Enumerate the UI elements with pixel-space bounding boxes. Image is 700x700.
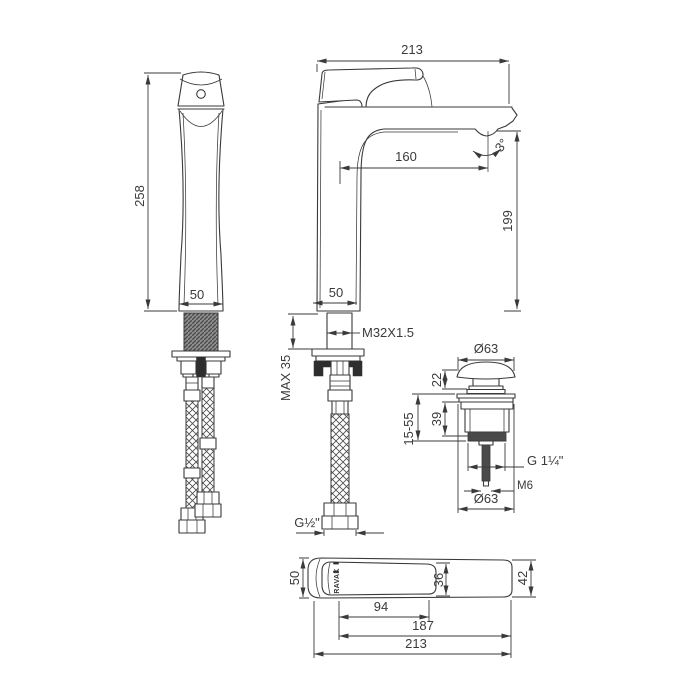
dim-max-deck: MAX 35 bbox=[278, 313, 318, 401]
handle-indicator-dot bbox=[196, 89, 206, 99]
front-view-body bbox=[178, 108, 224, 312]
dim-front-base-width: 50 bbox=[179, 287, 223, 307]
dim-label-d63-bottom: Ø63 bbox=[474, 491, 499, 506]
valve-cap bbox=[456, 361, 516, 380]
flex-hose-left bbox=[178, 376, 206, 534]
dim-clamp-range: 15-55 bbox=[401, 393, 466, 446]
dim-label-d63-top: Ø63 bbox=[474, 341, 499, 356]
front-view-handle bbox=[177, 71, 225, 110]
dim-label-m32: M32X1.5 bbox=[362, 325, 414, 340]
side-view: 213 160 3° 199 50 M32X1.5 M bbox=[278, 42, 521, 536]
dim-label-front-50: 50 bbox=[190, 287, 204, 302]
clamp-foot-right bbox=[352, 366, 363, 377]
dim-spout-reach: 160 bbox=[339, 149, 488, 184]
dim-handle-length: 94 bbox=[338, 599, 430, 640]
dim-aerator-angle: 3° bbox=[472, 131, 511, 172]
dim-label-max35: MAX 35 bbox=[278, 355, 293, 401]
dim-front-height: 258 bbox=[132, 72, 181, 312]
dim-label-213-top: 213 bbox=[405, 636, 427, 651]
dim-valve-body-height: 39 bbox=[429, 401, 468, 437]
dim-neck-width: 36 bbox=[431, 562, 450, 597]
dim-label-213-side: 213 bbox=[401, 42, 423, 57]
handle-lever bbox=[318, 67, 424, 108]
valve-body bbox=[456, 361, 516, 487]
dim-waste-thread: G 1¼" bbox=[467, 443, 564, 471]
dim-label-22: 22 bbox=[429, 373, 444, 387]
dim-label-g114: G 1¼" bbox=[527, 453, 564, 468]
dim-side-overall-length: 213 bbox=[316, 42, 510, 104]
dim-overall-length: 213 bbox=[313, 601, 511, 658]
dim-body-thread: M32X1.5 bbox=[327, 325, 414, 340]
front-view: 258 50 bbox=[132, 71, 231, 534]
dim-flange-diameter: Ø63 bbox=[457, 404, 515, 513]
clamp-foot-left bbox=[313, 366, 324, 377]
dim-cap-height: 22 bbox=[429, 369, 467, 390]
front-view-mounting bbox=[171, 312, 231, 378]
side-view-hose bbox=[321, 374, 359, 530]
side-view-mounting bbox=[311, 312, 365, 377]
dim-spout-height: 199 bbox=[497, 130, 521, 312]
top-view: RAVAK 50 36 42 94 187 213 bbox=[287, 557, 536, 658]
dim-label-39: 39 bbox=[429, 412, 444, 426]
dim-label-94: 94 bbox=[374, 599, 388, 614]
dim-top-width: 50 bbox=[287, 557, 309, 599]
dim-label-m6: M6 bbox=[517, 480, 533, 492]
logo-mark-bottom bbox=[333, 570, 339, 573]
mounting-stud bbox=[196, 356, 206, 378]
dim-body-length: 187 bbox=[339, 600, 512, 658]
side-view-faucet-outline bbox=[316, 67, 518, 312]
dim-label-3deg: 3° bbox=[492, 136, 511, 155]
dim-label-top-50: 50 bbox=[287, 571, 302, 585]
dim-label-g12: G½" bbox=[294, 515, 320, 530]
threaded-shank bbox=[183, 312, 219, 352]
dim-hose-thread: G½" bbox=[294, 515, 384, 536]
dim-label-1555: 15-55 bbox=[401, 412, 416, 445]
dim-side-base-width: 50 bbox=[313, 285, 357, 306]
dim-label-199: 199 bbox=[500, 210, 515, 232]
brand-logo: RAVAK bbox=[334, 568, 341, 593]
dim-label-258: 258 bbox=[132, 185, 147, 207]
dim-label-36: 36 bbox=[431, 573, 446, 587]
dim-label-side-50: 50 bbox=[329, 285, 343, 300]
logo-mark-top bbox=[333, 562, 339, 565]
valve-thread-band bbox=[467, 431, 507, 442]
dim-rod-thread: M6 bbox=[464, 480, 533, 494]
top-view-handle bbox=[321, 561, 437, 596]
drain-valve-view: Ø63 22 39 15-55 G 1¼" M6 bbox=[401, 341, 564, 513]
dim-label-160: 160 bbox=[395, 149, 417, 164]
dim-cap-diameter: Ø63 bbox=[457, 341, 515, 371]
valve-rod bbox=[481, 444, 491, 482]
flex-hose-right bbox=[194, 376, 222, 518]
dim-label-42: 42 bbox=[515, 571, 530, 585]
dim-end-width: 42 bbox=[512, 559, 536, 598]
dim-label-187: 187 bbox=[412, 618, 434, 633]
